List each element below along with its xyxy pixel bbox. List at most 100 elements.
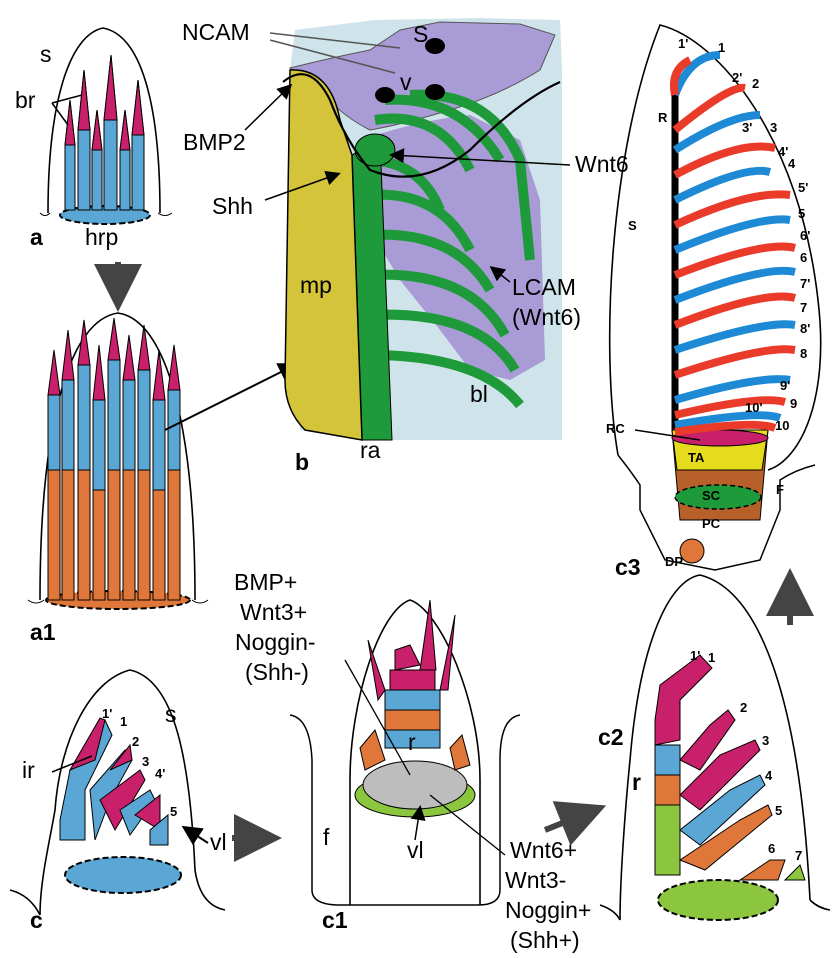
c3-num-7p: 7' — [800, 276, 810, 291]
c1-bottom-line-2: Wnt3- — [505, 867, 566, 893]
c3-num-8: 8 — [800, 346, 807, 361]
c3-num-2: 2 — [752, 76, 759, 91]
arrow-right-icon-3 — [545, 810, 595, 830]
b-rachis-top — [355, 134, 395, 166]
c2-num-4: 4 — [765, 768, 773, 783]
arrow-right-icon — [165, 365, 295, 430]
label-c-vl: vl — [210, 829, 227, 855]
c2-num-7: 7 — [795, 848, 802, 863]
label-c1-vl: vl — [407, 837, 424, 863]
label-c1-r: r — [408, 729, 416, 755]
label-c3-sc: SC — [702, 488, 721, 503]
c3-num-1p: 1' — [678, 36, 688, 51]
c1-bottom-line-3: Noggin+ — [505, 897, 591, 923]
label-a-br: br — [15, 87, 36, 113]
b-dot-2 — [375, 87, 395, 103]
br-pointer-2 — [52, 95, 82, 103]
label-wnt6: Wnt6 — [575, 151, 629, 177]
panel-label-b: b — [295, 449, 309, 475]
c1-top-line-1: BMP+ — [234, 569, 297, 595]
c3-num-9p: 9' — [780, 378, 790, 393]
label-b-s: S — [413, 21, 428, 47]
bmp2-arrow — [245, 86, 290, 130]
label-c3-dp: DP — [665, 554, 683, 569]
c3-num-7: 7 — [800, 300, 807, 315]
c3-barbs — [674, 55, 795, 432]
label-mp: mp — [300, 272, 332, 298]
label-c3-ta: TA — [688, 450, 705, 465]
c2-num-5: 5 — [775, 803, 782, 818]
panel-label-a: a — [30, 224, 43, 250]
panel-label-a1: a1 — [30, 619, 56, 645]
label-c2-r: r — [632, 769, 641, 795]
label-c3-f: F — [776, 482, 784, 497]
c3-num-6p: 6' — [800, 228, 810, 243]
label-shh: Shh — [212, 193, 253, 219]
panel-a: s br a hrp — [15, 28, 172, 300]
c2-disc — [658, 880, 778, 920]
c2-barbs — [655, 655, 805, 880]
panel-c2: 1' 1 2 3 4 5 6 7 r c2 — [598, 575, 830, 920]
c3-num-5p: 5' — [798, 180, 808, 195]
c2-num-2: 2 — [740, 700, 747, 715]
c3-num-10: 10 — [775, 418, 789, 433]
b-dot-3 — [425, 84, 445, 100]
c2-num-1: 1 — [708, 650, 715, 665]
c1-top-line-3: Noggin- — [235, 629, 316, 655]
label-a-s: s — [40, 41, 52, 67]
c1-gray-center — [363, 761, 467, 809]
panel-c: 1' 1 2 3 4' 5 s ir vl c — [10, 670, 270, 933]
c3-num-5: 5 — [798, 206, 805, 221]
label-c3-rc: RC — [606, 421, 625, 436]
c3-num-8p: 8' — [800, 321, 810, 336]
c1-bottom-line-4: (Shh+) — [510, 927, 580, 953]
c2-num-1p: 1' — [690, 648, 700, 663]
label-bmp2: BMP2 — [183, 129, 246, 155]
label-lcam: LCAM — [512, 274, 576, 300]
c-num-4p: 4' — [155, 766, 165, 781]
barbs-c — [60, 718, 168, 845]
panel-c1: r f vl BMP+ Wnt3+ Noggin- (Shh-) Wnt6+ W… — [234, 569, 595, 953]
label-c3-r: R — [658, 110, 668, 125]
c-num-1p: 1' — [102, 706, 112, 721]
label-ncam: NCAM — [182, 19, 250, 45]
label-c3-s: S — [628, 218, 637, 233]
c3-num-6: 6 — [800, 250, 807, 265]
c-num-3: 3 — [142, 754, 149, 769]
c3-num-4p: 4' — [778, 144, 788, 159]
c3-num-10p: 10' — [745, 400, 763, 415]
c2-num-3: 3 — [762, 733, 769, 748]
c3-num-3p: 3' — [742, 120, 752, 135]
c-num-5: 5 — [170, 804, 177, 819]
c2-num-6: 6 — [768, 841, 775, 856]
c3-dp — [680, 539, 704, 563]
c-num-2: 2 — [132, 734, 139, 749]
c3-num-2p: 2' — [732, 70, 742, 85]
label-ra: ra — [360, 437, 381, 463]
vl-disc — [65, 857, 181, 893]
c1-top-line-4: (Shh-) — [245, 659, 309, 685]
panel-b: S v NCAM BMP2 Shh Wnt6 mp LCAM (Wnt6) bl… — [182, 18, 629, 475]
c3-num-1: 1 — [718, 40, 725, 55]
panel-label-c2: c2 — [598, 724, 624, 750]
c-num-1: 1 — [120, 714, 127, 729]
panel-label-c: c — [30, 907, 43, 933]
panel-label-c1: c1 — [322, 907, 348, 933]
label-c1-f: f — [323, 824, 330, 850]
panel-label-c3: c3 — [615, 554, 641, 580]
vl-arrow — [185, 828, 208, 843]
panel-c3: 1' 1 2' 2 3' 3 4' 4 5' 5 6' 6 7' 7 8' 8 … — [606, 25, 821, 580]
c1-top-line-2: Wnt3+ — [240, 599, 307, 625]
label-b-v: v — [400, 69, 412, 95]
label-c-ir: ir — [22, 757, 35, 783]
barbs-a — [65, 55, 144, 210]
panel-a1: a1 — [28, 313, 295, 645]
label-a-hrp: hrp — [85, 224, 118, 250]
c3-num-9: 9 — [790, 396, 797, 411]
label-c3-pc: PC — [702, 516, 721, 531]
label-bl: bl — [470, 381, 488, 407]
c1-bottom-line-1: Wnt6+ — [510, 837, 577, 863]
barbs-a1 — [48, 318, 180, 600]
c3-num-3: 3 — [770, 120, 777, 135]
